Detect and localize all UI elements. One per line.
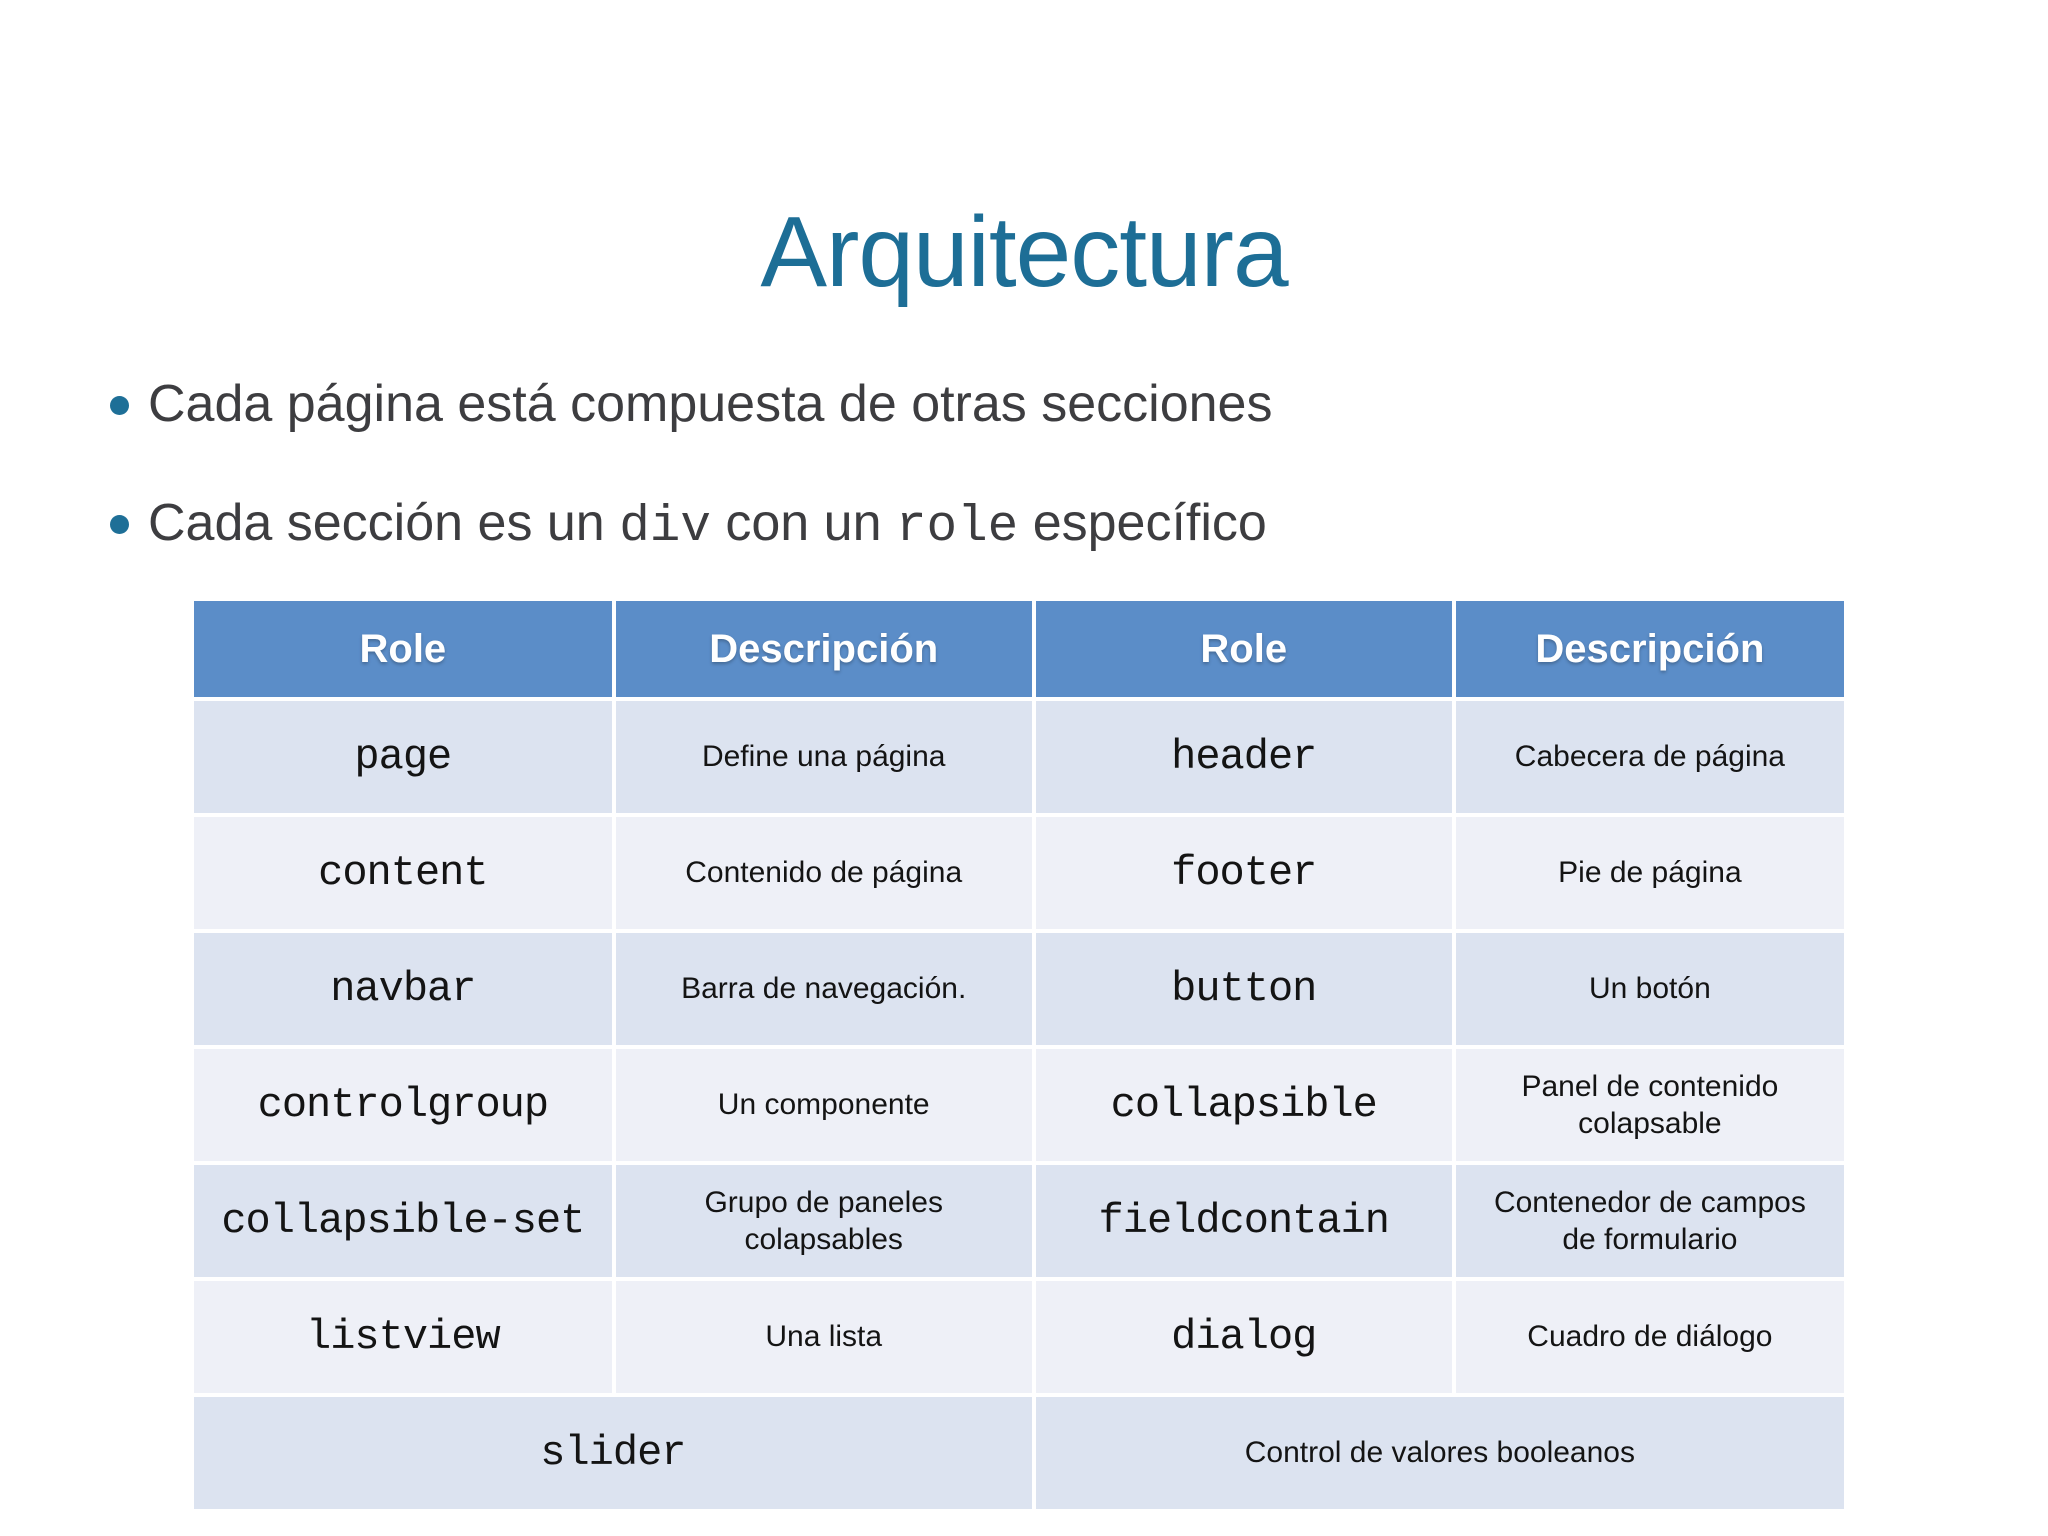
role-cell: header	[1035, 701, 1452, 813]
page-title: Arquitectura	[760, 196, 1288, 308]
column-header-role: Role	[1035, 601, 1452, 697]
description-cell: Contenido de página	[615, 817, 1032, 929]
description-cell: Contenedor de campos de formulario	[1455, 1165, 1844, 1277]
bullet-item: Cada sección es un div con un role espec…	[92, 491, 1912, 560]
role-cell: listview	[194, 1281, 612, 1393]
description-cell: Pie de página	[1455, 817, 1844, 929]
bullet-text: Cada sección es un	[148, 494, 620, 552]
column-header-description: Descripción	[1455, 601, 1844, 697]
table-header-row: Role Descripción Role Descripción	[194, 601, 1844, 697]
description-cell: Control de valores booleanos	[1035, 1397, 1844, 1509]
table-row: controlgroup Un componente collapsible P…	[194, 1049, 1844, 1161]
code-token-role: role	[895, 499, 1019, 556]
role-cell: footer	[1035, 817, 1452, 929]
table-row: page Define una página header Cabecera d…	[194, 701, 1844, 813]
role-cell: content	[194, 817, 612, 929]
role-cell: controlgroup	[194, 1049, 612, 1161]
description-cell: Un botón	[1455, 933, 1844, 1045]
description-cell: Cuadro de diálogo	[1455, 1281, 1844, 1393]
description-cell: Una lista	[615, 1281, 1032, 1393]
table-row: navbar Barra de navegación. button Un bo…	[194, 933, 1844, 1045]
table-row: content Contenido de página footer Pie d…	[194, 817, 1844, 929]
bullet-item: Cada página está compuesta de otras secc…	[92, 372, 1912, 437]
role-cell: slider	[194, 1397, 1032, 1509]
description-cell: Panel de contenido colapsable	[1455, 1049, 1844, 1161]
code-token-div: div	[619, 499, 711, 556]
role-cell: collapsible-set	[194, 1165, 612, 1277]
bullet-text: Cada página está compuesta de otras secc…	[148, 375, 1273, 433]
table-row: listview Una lista dialog Cuadro de diál…	[194, 1281, 1844, 1393]
description-cell: Barra de navegación.	[615, 933, 1032, 1045]
role-cell: dialog	[1035, 1281, 1452, 1393]
role-cell: button	[1035, 933, 1452, 1045]
role-cell: collapsible	[1035, 1049, 1452, 1161]
description-cell: Un componente	[615, 1049, 1032, 1161]
role-cell: page	[194, 701, 612, 813]
table-row-merged: slider Control de valores booleanos	[194, 1397, 1844, 1509]
column-header-description: Descripción	[615, 601, 1032, 697]
column-header-role: Role	[194, 601, 612, 697]
table-row: collapsible-set Grupo de paneles colapsa…	[194, 1165, 1844, 1277]
role-cell: navbar	[194, 933, 612, 1045]
bullet-text: específico	[1018, 494, 1267, 552]
bullet-list: Cada página está compuesta de otras secc…	[92, 372, 1912, 614]
description-cell: Grupo de paneles colapsables	[615, 1165, 1032, 1277]
description-cell: Cabecera de página	[1455, 701, 1844, 813]
role-cell: fieldcontain	[1035, 1165, 1452, 1277]
roles-table: Role Descripción Role Descripción page D…	[190, 597, 1848, 1513]
description-cell: Define una página	[615, 701, 1032, 813]
bullet-text: con un	[710, 494, 896, 552]
